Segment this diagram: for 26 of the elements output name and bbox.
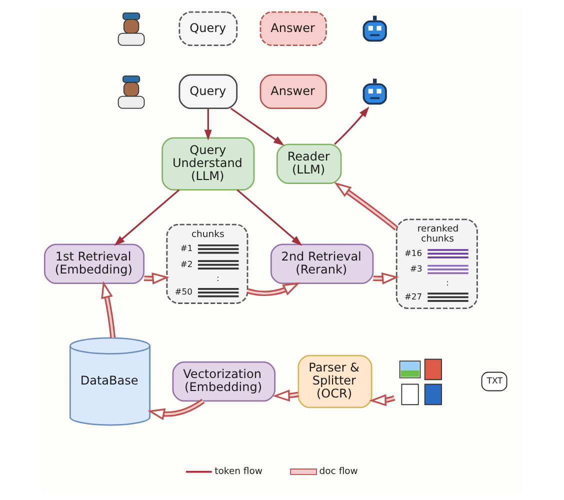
node-box: 1st Retrieval (Embedding) (44, 244, 144, 284)
arrow (334, 106, 370, 145)
legend-label: token flow (214, 466, 262, 478)
legend-label: doc flow (319, 466, 358, 478)
arrow (246, 282, 300, 296)
node-box: Vectorization (Embedding) (172, 361, 276, 402)
arrow (114, 189, 180, 246)
arrow (373, 272, 400, 284)
node-box: Query Understand (LLM) (162, 137, 255, 190)
node-box: chunks #1 #2 : #50 (166, 224, 248, 304)
arrow (148, 398, 205, 420)
node-box: Answer (260, 11, 327, 46)
node-box: reranked chunks #16 #3 : #27 (396, 218, 478, 310)
arrow (236, 189, 302, 246)
arrow (334, 182, 398, 231)
arrow (101, 280, 116, 338)
node-box: Query (178, 11, 238, 46)
arrow (230, 108, 284, 146)
node-box: Reader (LLM) (276, 144, 342, 184)
node-box: 2nd Retrieval (Rerank) (270, 244, 374, 284)
arrow (204, 108, 212, 140)
arrow (272, 390, 299, 402)
node-box: Answer (260, 74, 327, 109)
node-box: Parser & Splitter (OCR) (298, 354, 372, 408)
label: TXT (486, 376, 503, 386)
node-box: Query (178, 74, 238, 109)
